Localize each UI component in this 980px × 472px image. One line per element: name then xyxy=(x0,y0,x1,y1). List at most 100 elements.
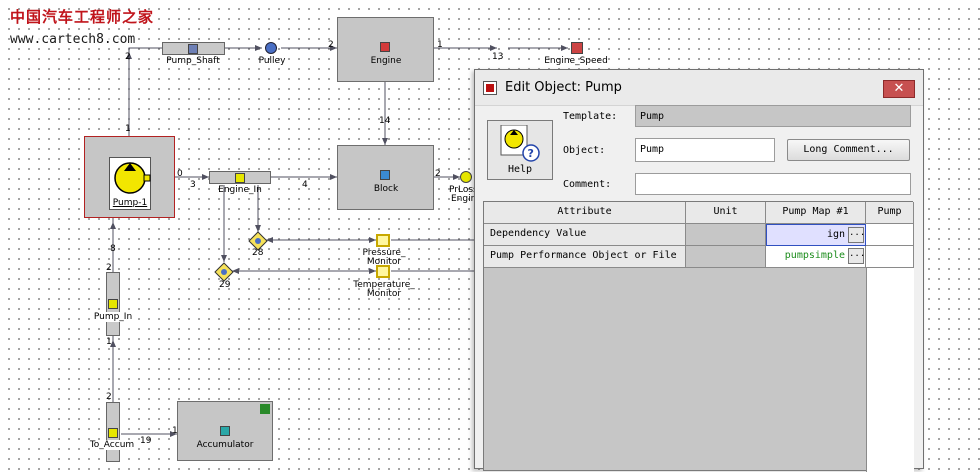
shaft-icon xyxy=(188,44,198,54)
pump-in-pipe[interactable] xyxy=(106,272,120,336)
wire-number: 2 xyxy=(125,52,131,62)
pulley-label: Pulley xyxy=(258,56,286,66)
sensor-29-icon[interactable] xyxy=(214,262,234,282)
edit-object-dialog[interactable]: Edit Object: Pump ✕ ? Help Template: Pum… xyxy=(474,69,924,472)
browse-button[interactable]: ... xyxy=(848,227,865,243)
wire-number: 28 xyxy=(252,248,264,258)
dialog-titlebar[interactable]: Edit Object: Pump ✕ xyxy=(475,70,923,106)
wire-number: 1 xyxy=(125,124,131,134)
value-cell-pump[interactable] xyxy=(866,246,914,268)
wire-number: 1 xyxy=(106,337,112,347)
engine-in-label: Engine_In xyxy=(218,185,262,195)
accumulator-label: Accumulator xyxy=(196,440,254,450)
block-component[interactable]: Block xyxy=(337,145,434,210)
accumulator-icon xyxy=(220,426,230,436)
template-label: Template: xyxy=(563,111,618,122)
arrow-head xyxy=(266,237,273,243)
help-button[interactable]: ? Help xyxy=(487,120,553,180)
pipe-icon xyxy=(235,173,245,183)
wire-pump-to-shaft xyxy=(128,47,162,136)
close-button[interactable]: ✕ xyxy=(883,80,915,98)
arrow-head xyxy=(561,45,568,51)
wire-number: 13 xyxy=(492,52,504,62)
svg-text:?: ? xyxy=(528,147,534,160)
arrow-head xyxy=(221,255,227,262)
wire-number: 2 xyxy=(328,40,334,50)
block-label: Block xyxy=(373,184,399,194)
wire-number: 2 xyxy=(106,392,112,402)
pump-shaft-block[interactable] xyxy=(162,42,225,55)
engine-speed-label: Engine_Speed xyxy=(544,56,608,66)
wire-number: 3 xyxy=(190,180,196,190)
pump-icon xyxy=(114,162,151,194)
object-name-input[interactable]: Pump xyxy=(635,138,775,162)
prloss-label-top: PrLoss xyxy=(449,185,478,195)
arrow-head xyxy=(232,268,239,274)
to-accum-pipe[interactable] xyxy=(106,402,120,462)
value-cell-performance-file[interactable]: pumpsimple ... xyxy=(766,246,866,268)
engine-in-pipe[interactable] xyxy=(209,171,271,184)
arrow-head xyxy=(369,237,376,243)
wire-number: 1 xyxy=(172,426,178,436)
template-field: Pump xyxy=(635,105,911,127)
wire-number: 8 xyxy=(110,244,116,254)
arrow-head xyxy=(110,222,116,229)
watermark-url: www.cartech8.com xyxy=(10,32,136,47)
unit-cell[interactable] xyxy=(686,224,766,246)
unit-cell[interactable] xyxy=(686,246,766,268)
engine-block[interactable]: Engine xyxy=(337,17,434,82)
wire-number: 14 xyxy=(379,116,391,126)
pump-icon-frame: Pump-1 xyxy=(109,157,151,210)
arrow-head xyxy=(170,431,177,437)
pipe-icon xyxy=(108,299,118,309)
pressure-monitor-icon[interactable] xyxy=(376,234,390,247)
speed-sensor-icon[interactable] xyxy=(571,42,583,54)
attribute-cell: Dependency Value xyxy=(484,224,686,246)
accumulator-block[interactable]: Accumulator xyxy=(177,401,273,461)
help-label: Help xyxy=(507,164,533,175)
pump-help-icon: ? xyxy=(500,125,540,162)
sensor-28-icon[interactable] xyxy=(248,231,268,251)
temperature-monitor-label-1: Temperature_ xyxy=(353,280,415,290)
column-header-pump-map[interactable]: Pump Map #1 xyxy=(766,202,866,224)
engine-icon xyxy=(380,42,390,52)
value-cell-pump[interactable] xyxy=(866,224,914,246)
engine-label: Engine xyxy=(370,56,402,66)
wire-number: 4 xyxy=(302,180,308,190)
watermark-chinese: 中国汽车工程师之家 xyxy=(10,8,155,26)
attribute-grid[interactable]: Attribute Unit Pump Map #1 Pump Dependen… xyxy=(483,201,914,472)
temperature-monitor-icon[interactable] xyxy=(376,265,390,278)
pulley-icon[interactable] xyxy=(265,42,277,54)
pump-shaft-label: Pump_Shaft xyxy=(166,56,220,66)
value-cell-dependency[interactable]: ign ... xyxy=(766,224,866,246)
wire-number: 1 xyxy=(437,40,443,50)
attribute-cell: Pump Performance Object or File xyxy=(484,246,686,268)
arrow-head xyxy=(255,225,261,232)
arrow-head xyxy=(490,45,497,51)
dialog-title: Edit Object: Pump xyxy=(505,80,622,95)
long-comment-button[interactable]: Long Comment... xyxy=(787,139,910,161)
value-text: ign xyxy=(826,229,845,240)
wire-number: 29 xyxy=(219,280,231,290)
arrow-head xyxy=(202,174,209,180)
arrow-head xyxy=(126,52,132,59)
arrow-head xyxy=(382,138,388,145)
prloss-icon[interactable] xyxy=(460,171,472,183)
wire-number: 19 xyxy=(140,436,152,446)
temperature-monitor-label-2: Monitor xyxy=(366,289,402,299)
comment-input[interactable] xyxy=(635,173,911,195)
value-text: pumpsimple xyxy=(784,250,845,261)
pressure-monitor-label-2: Monitor xyxy=(366,257,402,267)
comment-label: Comment: xyxy=(563,179,612,190)
pipe-icon xyxy=(108,428,118,438)
app-icon xyxy=(483,81,497,95)
browse-button[interactable]: ... xyxy=(848,248,865,264)
column-header-unit[interactable]: Unit xyxy=(686,202,766,224)
corner-flag-icon xyxy=(260,404,270,414)
column-header-pump[interactable]: Pump xyxy=(866,202,914,224)
column-header-attribute[interactable]: Attribute xyxy=(484,202,686,224)
arrow-head xyxy=(330,174,337,180)
pump-block[interactable]: Pump-1 xyxy=(84,136,175,218)
empty-column-area xyxy=(866,268,914,472)
prloss-label-bottom: Engin xyxy=(451,194,477,204)
